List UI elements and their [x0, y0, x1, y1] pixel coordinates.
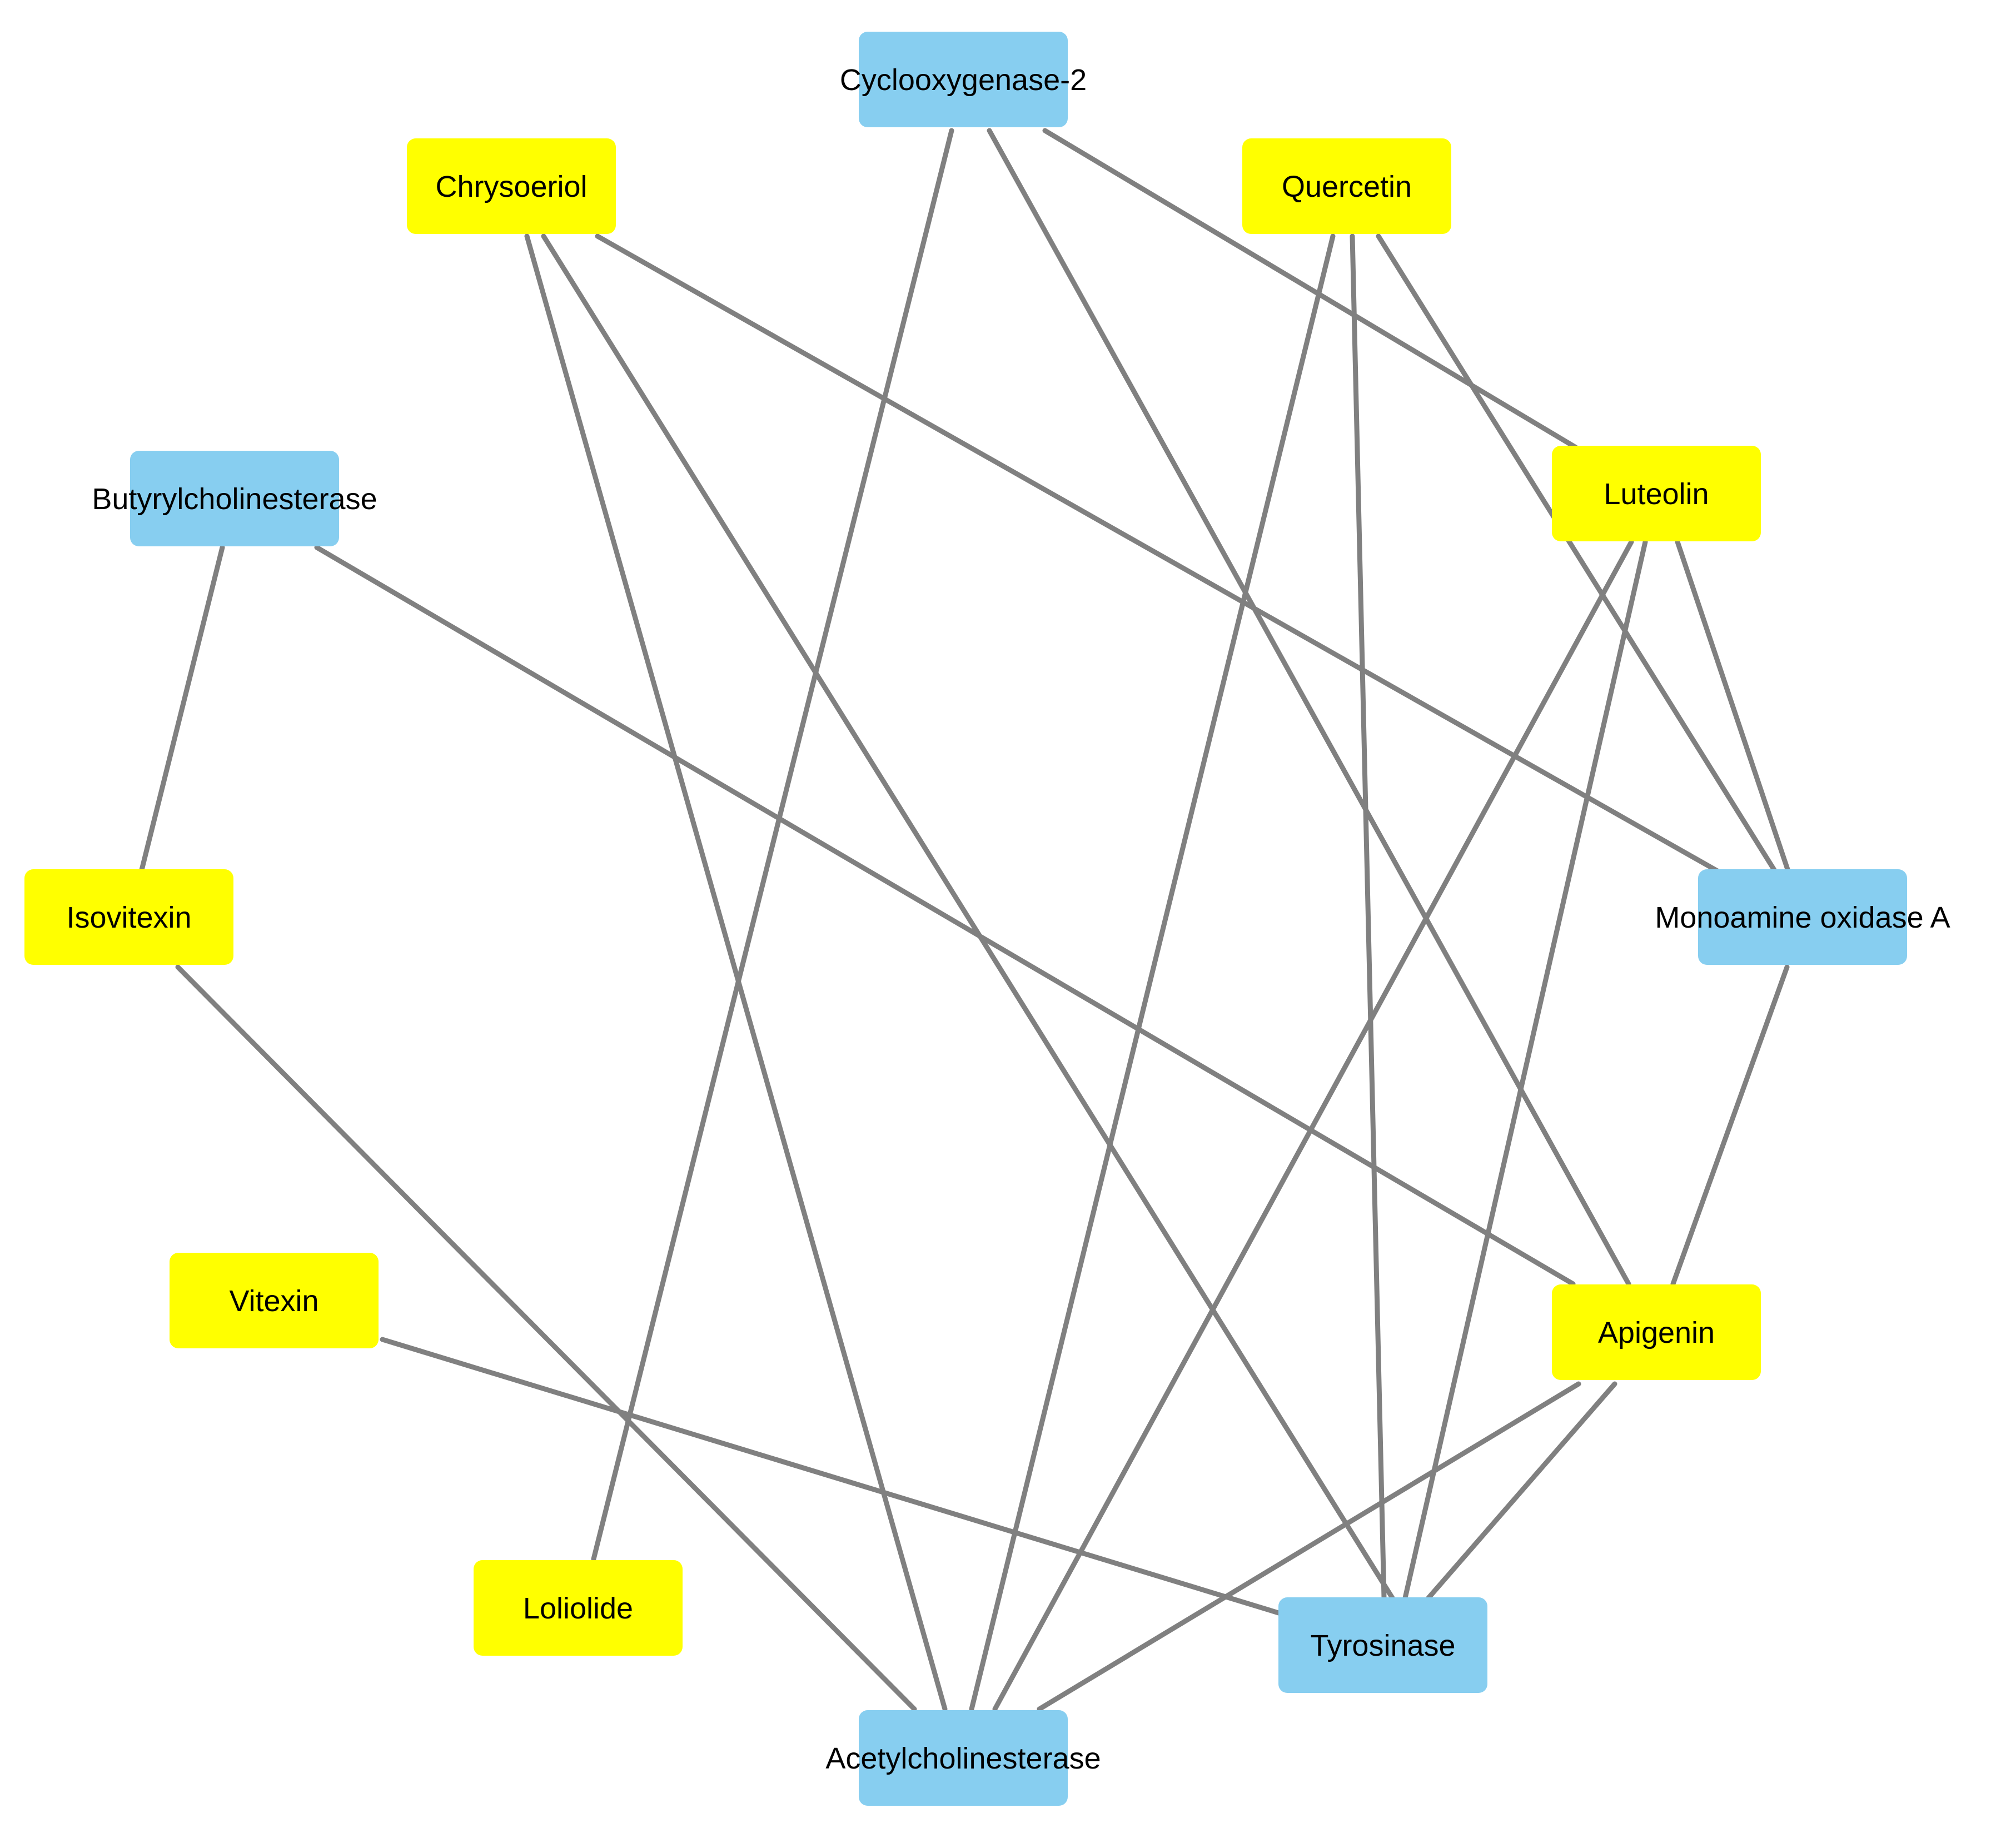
node-buche[interactable]: Butyrylcholinesterase: [92, 451, 377, 546]
node-box-chrysoeriol: [407, 138, 616, 234]
edge-isovitexin-ache: [175, 964, 917, 1712]
edge-vitexin-tyrosinase: [380, 1337, 1287, 1617]
node-label-cox2: Cyclooxygenase-2: [840, 63, 1087, 97]
node-apigenin[interactable]: Apigenin: [1552, 1284, 1761, 1380]
edge-quercetin-tyrosinase: [1350, 233, 1387, 1601]
node-box-isovitexin: [24, 869, 233, 965]
node-box-buche: [130, 451, 339, 546]
node-ache[interactable]: Acetylcholinesterase: [825, 1710, 1101, 1806]
node-label-maoa: Monoamine oxidase A: [1655, 901, 1950, 934]
edge-chrysoeriol-maoa: [595, 233, 1723, 875]
node-chrysoeriol[interactable]: Chrysoeriol: [407, 138, 616, 234]
node-box-maoa: [1698, 869, 1907, 965]
node-maoa[interactable]: Monoamine oxidase A: [1655, 869, 1950, 965]
node-box-tyrosinase: [1278, 1597, 1487, 1693]
node-box-luteolin: [1552, 446, 1761, 541]
node-label-loliolide: Loliolide: [523, 1592, 633, 1625]
node-box-loliolide: [474, 1560, 683, 1656]
node-quercetin[interactable]: Quercetin: [1242, 138, 1451, 234]
edge-quercetin-ache: [969, 233, 1336, 1712]
node-label-isovitexin: Isovitexin: [66, 901, 191, 934]
edge-cox2-loliolide: [591, 128, 954, 1562]
node-vitexin[interactable]: Vitexin: [170, 1253, 379, 1348]
node-loliolide[interactable]: Loliolide: [474, 1560, 683, 1656]
edge-maoa-apigenin: [1670, 964, 1790, 1287]
edge-chrysoeriol-tyrosinase: [541, 233, 1395, 1601]
edge-luteolin-maoa: [1675, 539, 1791, 875]
edge-cox2-apigenin: [987, 128, 1631, 1287]
node-tyrosinase[interactable]: Tyrosinase: [1278, 1597, 1487, 1693]
edge-buche-apigenin: [314, 545, 1576, 1287]
node-label-buche: Butyrylcholinesterase: [92, 482, 377, 516]
edge-apigenin-ache: [1037, 1381, 1581, 1712]
node-label-luteolin: Luteolin: [1604, 477, 1709, 511]
edge-buche-isovitexin: [139, 545, 225, 873]
node-luteolin[interactable]: Luteolin: [1552, 446, 1761, 541]
node-label-chrysoeriol: Chrysoeriol: [435, 170, 587, 203]
node-label-ache: Acetylcholinesterase: [825, 1742, 1101, 1775]
node-label-tyrosinase: Tyrosinase: [1310, 1629, 1455, 1662]
node-label-quercetin: Quercetin: [1282, 170, 1412, 203]
edge-luteolin-ache: [992, 539, 1634, 1712]
edge-apigenin-tyrosinase: [1426, 1381, 1617, 1601]
edge-cox2-luteolin: [1042, 128, 1579, 450]
edge-quercetin-maoa: [1376, 233, 1779, 875]
node-label-apigenin: Apigenin: [1598, 1316, 1715, 1349]
node-box-cox2: [859, 32, 1068, 127]
node-box-quercetin: [1242, 138, 1451, 234]
node-box-apigenin: [1552, 1284, 1761, 1380]
edge-layer: [139, 128, 1791, 1712]
node-box-vitexin: [170, 1253, 379, 1348]
edge-chrysoeriol-ache: [524, 233, 948, 1712]
node-cox2[interactable]: Cyclooxygenase-2: [840, 32, 1087, 127]
node-label-vitexin: Vitexin: [229, 1284, 318, 1318]
node-box-ache: [859, 1710, 1068, 1806]
node-isovitexin[interactable]: Isovitexin: [24, 869, 233, 965]
edge-luteolin-tyrosinase: [1402, 539, 1648, 1601]
